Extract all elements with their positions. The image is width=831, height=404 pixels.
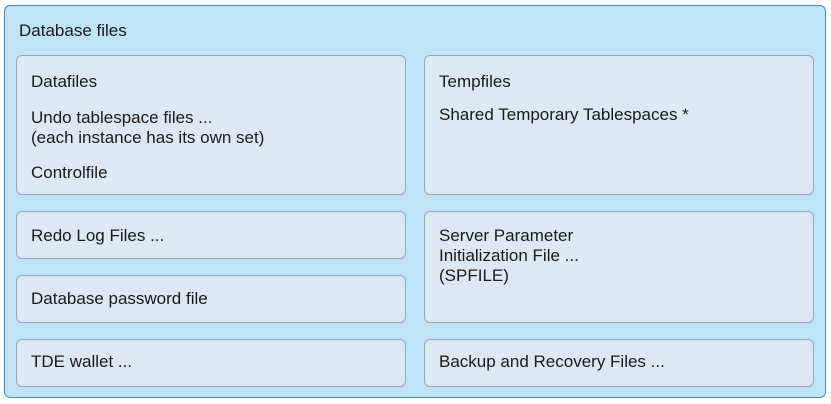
redo-log-files-link[interactable]: Redo Log Files ...	[31, 226, 165, 245]
tde-wallet-link[interactable]: TDE wallet ...	[31, 352, 133, 371]
undo-tablespace-note: (each instance has its own set)	[31, 128, 265, 147]
database-files-title: Database files	[19, 21, 127, 40]
tde-wallet-box[interactable]	[16, 339, 406, 387]
backup-recovery-files-box[interactable]	[424, 339, 814, 387]
spfile-box[interactable]	[424, 211, 814, 323]
tempfiles-box	[424, 55, 814, 195]
controlfile-label: Controlfile	[31, 163, 108, 182]
datafiles-box	[16, 55, 406, 195]
datafiles-label: Datafiles	[31, 72, 98, 91]
shared-temporary-tablespaces-label: Shared Temporary Tablespaces *	[439, 105, 689, 124]
database-password-file-label: Database password file	[31, 289, 208, 308]
redo-log-files-box[interactable]	[16, 211, 406, 259]
spfile-line-1: Server Parameter	[439, 226, 574, 245]
tempfiles-label: Tempfiles	[439, 72, 511, 91]
undo-tablespace-files-link[interactable]: Undo tablespace files ...	[31, 108, 213, 127]
spfile-line-3: (SPFILE)	[439, 266, 509, 285]
backup-recovery-files-link[interactable]: Backup and Recovery Files ...	[439, 352, 665, 371]
spfile-line-2[interactable]: Initialization File ...	[439, 246, 579, 265]
database-password-file-box	[16, 275, 406, 323]
